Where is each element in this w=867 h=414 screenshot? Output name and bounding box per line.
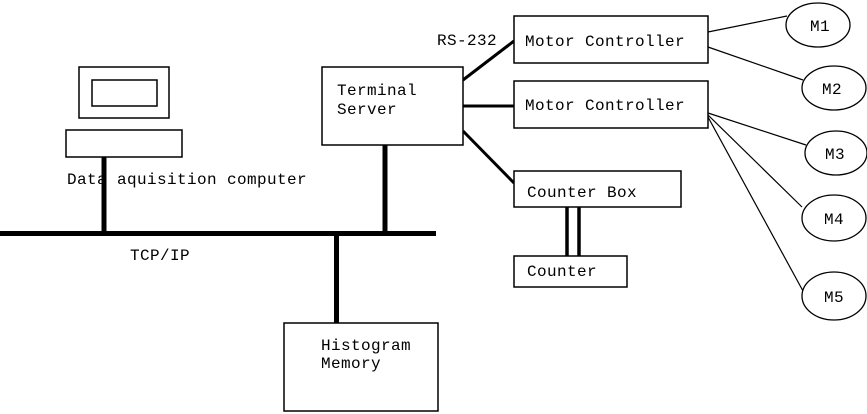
mc1-m2-link [707, 46, 804, 81]
motor-label-m2: M2 [822, 81, 842, 99]
histogram-memory-label-line2: Memory [321, 355, 381, 373]
computer-label: Data aquisition computer [67, 171, 307, 189]
keyboard-icon [65, 129, 183, 158]
counter-box-label: Counter Box [527, 184, 637, 202]
mc1-m1-link [707, 15, 788, 33]
motor-controller-2-box [513, 80, 709, 129]
monitor-screen [91, 79, 158, 107]
mc2-m4-link [707, 114, 803, 208]
mc2-m3-link [707, 112, 807, 146]
counter-unit-box [513, 255, 628, 288]
rs232-label: RS-232 [437, 32, 497, 50]
terminal-server-box [321, 66, 464, 146]
terminal-server-label-line2: Server [337, 101, 397, 119]
motor-node-m3 [804, 130, 867, 176]
histogram-memory-box [283, 322, 439, 412]
histogram-memory-label-line1: Histogram [321, 337, 411, 355]
motor-node-m5 [801, 271, 867, 321]
terminal-server-mc1-link [462, 39, 515, 82]
motor-node-m4 [801, 194, 867, 242]
motor-label-m4: M4 [824, 211, 844, 229]
counter-label: Counter [527, 263, 597, 281]
tcpip-label: TCP/IP [130, 247, 190, 265]
motor-label-m3: M3 [825, 146, 845, 164]
motor-controller-2-label: Motor Controller [525, 97, 685, 115]
counter-box-box [513, 170, 682, 208]
terminal-server-label-line1: Terminal [337, 82, 417, 100]
motor-node-m1 [785, 2, 851, 48]
motor-label-m5: M5 [824, 289, 844, 307]
motor-node-m2 [801, 65, 867, 111]
motor-controller-1-label: Motor Controller [525, 33, 685, 51]
motor-controller-1-box [513, 15, 709, 64]
mc2-m5-link [707, 116, 804, 292]
terminal-server-counterbox-link [461, 129, 516, 185]
motor-label-m1: M1 [810, 18, 830, 36]
